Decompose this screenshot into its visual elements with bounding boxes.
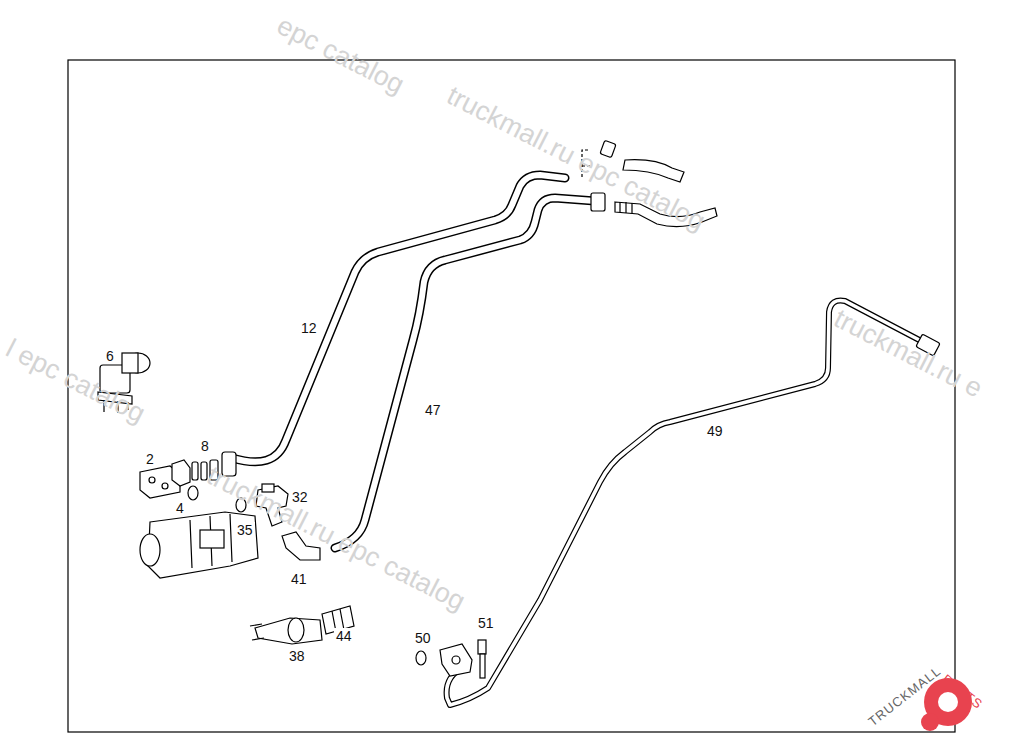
callout-number: 47	[423, 402, 443, 418]
callout-number: 38	[287, 648, 307, 664]
callout-number: 4	[174, 500, 186, 516]
watermark: epc catalog	[273, 12, 408, 99]
frame	[68, 60, 955, 732]
callout-number: 8	[199, 438, 211, 454]
callout-number: 2	[144, 451, 156, 467]
callout-number: 49	[705, 423, 725, 439]
tubes	[232, 175, 925, 705]
watermark: truckmall.ru epc catalog	[443, 82, 709, 236]
callout-number: 41	[289, 571, 309, 587]
callout-number: 51	[476, 615, 496, 631]
components	[98, 140, 940, 678]
callout-number: 35	[235, 522, 255, 538]
watermark: truckmall.ru e	[830, 305, 987, 403]
callout-number: 12	[299, 320, 319, 336]
callout-number: 50	[413, 630, 433, 646]
callout-number: 44	[334, 628, 354, 644]
callout-number: 6	[104, 348, 116, 364]
